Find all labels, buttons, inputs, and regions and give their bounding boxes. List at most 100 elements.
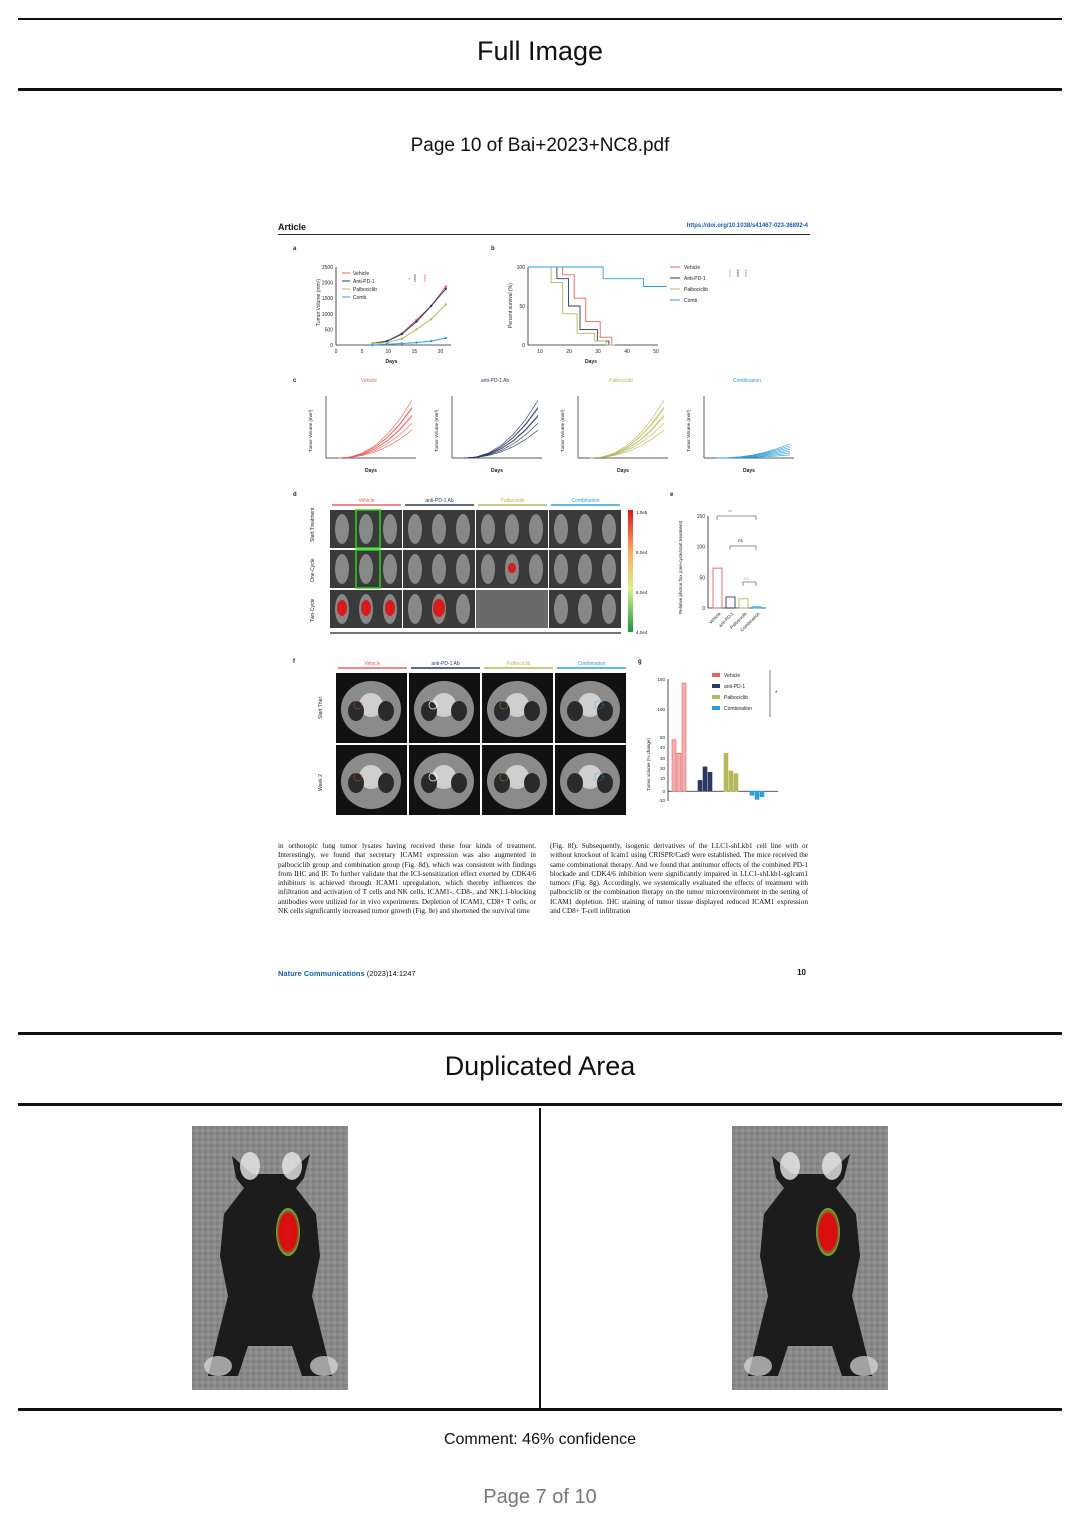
mri-lung bbox=[378, 773, 394, 793]
bar-g bbox=[723, 752, 729, 792]
legend-g-swatch bbox=[712, 684, 720, 688]
mri-lung bbox=[451, 773, 467, 793]
scale-label: 1.0e5 bbox=[636, 510, 648, 515]
panel-d-row: Start Treatment bbox=[310, 507, 316, 542]
tumor-signal bbox=[337, 600, 347, 616]
series-b-line bbox=[528, 266, 615, 346]
mouse-silhouette bbox=[335, 514, 349, 544]
legend-b-label: Palbociclib bbox=[684, 287, 708, 293]
mri-heart bbox=[432, 765, 456, 789]
series-b-line bbox=[528, 266, 615, 346]
legend-g-label: anti-PD-1 bbox=[724, 684, 745, 690]
legend-b-label: Comb. bbox=[684, 298, 699, 304]
series-b-line bbox=[528, 266, 667, 287]
legend-g-swatch bbox=[712, 673, 720, 677]
mri-lung bbox=[348, 773, 364, 793]
tick-a-x: 0 bbox=[335, 349, 338, 355]
mouse-silhouette bbox=[505, 514, 519, 544]
mouse-silhouette bbox=[359, 514, 373, 544]
series-a-point bbox=[400, 342, 404, 345]
panel-d-row: One-Cycle bbox=[310, 558, 316, 582]
sig-bracket bbox=[742, 581, 757, 586]
tick-g-y: -10 bbox=[658, 798, 665, 803]
sig-g: * bbox=[775, 691, 778, 697]
doi-link[interactable]: https://doi.org/10.1038/s41467-023-36892… bbox=[686, 223, 808, 229]
tick-b-y: 0 bbox=[522, 343, 525, 349]
tumor-outline bbox=[594, 700, 604, 710]
mouse-silhouette bbox=[432, 554, 446, 584]
bar-g bbox=[697, 780, 703, 792]
series-c-line bbox=[589, 416, 665, 459]
bar-g bbox=[681, 682, 687, 792]
footer-journal: Nature Communications (2023)14:1247 bbox=[278, 969, 416, 978]
tick-b-x: 30 bbox=[595, 349, 601, 355]
mri-lung bbox=[494, 701, 510, 721]
mri-lung bbox=[597, 701, 613, 721]
panel-f-row: Start Ther. bbox=[318, 696, 324, 719]
mri-lung bbox=[421, 701, 437, 721]
series-a-point bbox=[444, 303, 447, 306]
series-c-line bbox=[337, 415, 413, 459]
series-a-point bbox=[444, 285, 447, 288]
scale-label: 6.0e4 bbox=[636, 590, 648, 595]
legend-a-label: Vehicle bbox=[353, 271, 369, 277]
legend-g-label: Combination bbox=[724, 706, 752, 712]
tumor-outline bbox=[353, 700, 363, 710]
panel-label-g: g bbox=[638, 659, 642, 665]
color-scale bbox=[628, 510, 633, 632]
bar-e bbox=[738, 598, 749, 609]
series-a-point bbox=[386, 343, 389, 346]
series-c-line bbox=[463, 416, 539, 459]
tick-a-y: 2500 bbox=[322, 265, 333, 271]
sig-bracket bbox=[716, 515, 757, 520]
mouse-silhouette bbox=[602, 514, 616, 544]
ylabel-e: Relative photon flux (one-cycle/start tr… bbox=[678, 520, 683, 614]
series-a-point bbox=[429, 339, 433, 343]
series-c-line bbox=[463, 429, 539, 459]
xlabel-c: Days bbox=[743, 468, 755, 474]
mri-lung bbox=[451, 701, 467, 721]
mouse-silhouette bbox=[554, 594, 568, 624]
mouse-silhouette bbox=[359, 554, 373, 584]
ylabel-c: Tumor Volume (mm³) bbox=[434, 409, 439, 452]
tumor-outline bbox=[428, 700, 438, 710]
mouse-silhouette bbox=[529, 554, 543, 584]
legend-a-label: Comb. bbox=[353, 295, 368, 301]
mouse-silhouette bbox=[602, 554, 616, 584]
body-text-left: in orthotopic lung tumor lysates having … bbox=[278, 842, 536, 916]
mouse-silhouette bbox=[578, 594, 592, 624]
sig-b: **** bbox=[737, 269, 743, 277]
mri-heart bbox=[359, 765, 383, 789]
ylabel-c: Tumor Volume (mm³) bbox=[560, 409, 565, 452]
series-a-point bbox=[429, 318, 433, 321]
mri-lung bbox=[348, 701, 364, 721]
panel-label-b: b bbox=[491, 246, 495, 252]
tick-g-y: 0 bbox=[662, 789, 665, 794]
panel-c-title: Vehicle bbox=[361, 378, 377, 384]
top-rule bbox=[18, 18, 1062, 20]
series-c-line bbox=[715, 443, 791, 459]
tumor-outline bbox=[353, 772, 363, 782]
bar-g bbox=[749, 790, 755, 796]
sig-b: **** bbox=[745, 269, 751, 277]
series-a-point bbox=[429, 304, 433, 308]
tumor-outline bbox=[594, 772, 604, 782]
mouse-silhouette bbox=[481, 514, 495, 544]
mri-lung bbox=[524, 701, 540, 721]
mouse-silhouette bbox=[481, 554, 495, 584]
tick-b-y: 50 bbox=[519, 304, 525, 310]
article-rule bbox=[278, 234, 810, 235]
legend-a-label: Anti-PD-1 bbox=[353, 279, 375, 285]
xlabel-b: Days bbox=[585, 359, 597, 365]
series-a-point bbox=[400, 332, 404, 336]
tumor-signal bbox=[361, 600, 371, 616]
mouse-silhouette bbox=[432, 514, 446, 544]
series-c-line bbox=[463, 415, 539, 459]
mri-lung bbox=[567, 773, 583, 793]
sig-b: **** bbox=[729, 269, 735, 277]
tick-a-y: 0 bbox=[330, 343, 333, 349]
tick-b-x: 50 bbox=[653, 349, 659, 355]
sig-e: ns bbox=[744, 576, 750, 581]
